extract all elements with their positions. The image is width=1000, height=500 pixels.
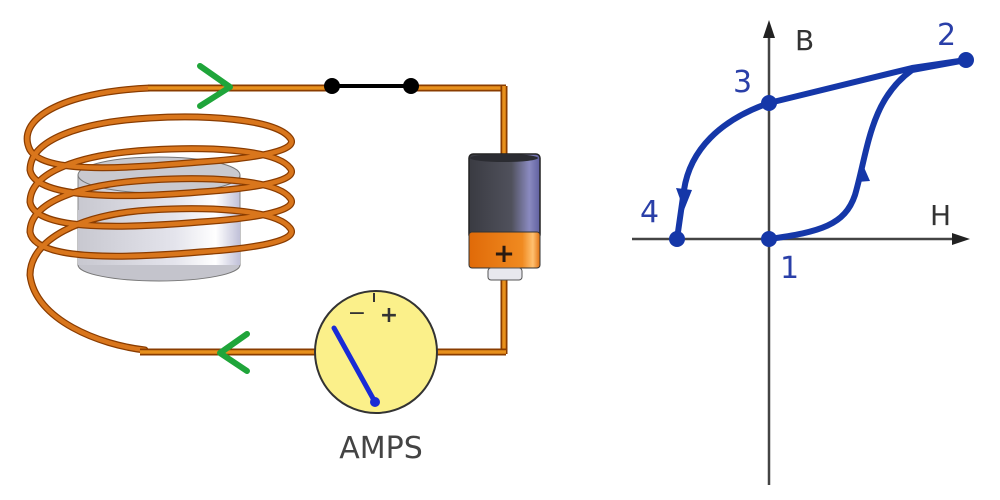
ammeter: − + [314,290,438,414]
x-axis-arrow-icon [952,233,970,245]
point-3 [761,95,777,111]
y-axis-arrow-icon [763,20,775,38]
point-label-3: 3 [733,65,752,100]
curve-segment-1-2 [766,57,969,242]
y-axis [763,20,775,485]
point-1 [761,231,777,247]
y-axis-label: B [795,24,814,57]
current-arrow-top [197,63,233,109]
x-axis [632,233,970,245]
point-label-1: 1 [780,251,799,286]
point-label-4: 4 [640,195,659,230]
wire-right [435,86,508,356]
coil [23,84,296,354]
meter-plus-sign: + [380,303,398,328]
hysteresis-graph: B H 1 2 3 4 [632,18,974,485]
curve-segment-2-3 [766,57,969,106]
current-arrow-bottom [217,331,250,374]
switch[interactable] [324,78,419,94]
point-4 [669,231,685,247]
ammeter-label: AMPS [339,431,423,466]
curve-arrow-up-icon [857,165,870,182]
hysteresis-curve [674,57,969,242]
switch-contact-right [403,78,419,94]
curve-segment-3-4 [674,100,772,242]
meter-needle [331,325,378,405]
circuit: + − + AMPS [23,63,541,466]
meter-minus-sign: − [348,301,366,326]
battery-plus-sign: + [493,239,515,269]
point-label-2: 2 [937,18,956,53]
x-axis-label: H [930,199,951,232]
meter-pivot [370,397,380,407]
point-2 [958,52,974,68]
switch-contact-left [324,78,340,94]
battery: + [468,153,541,281]
curve-arrow-down-icon [676,188,692,210]
